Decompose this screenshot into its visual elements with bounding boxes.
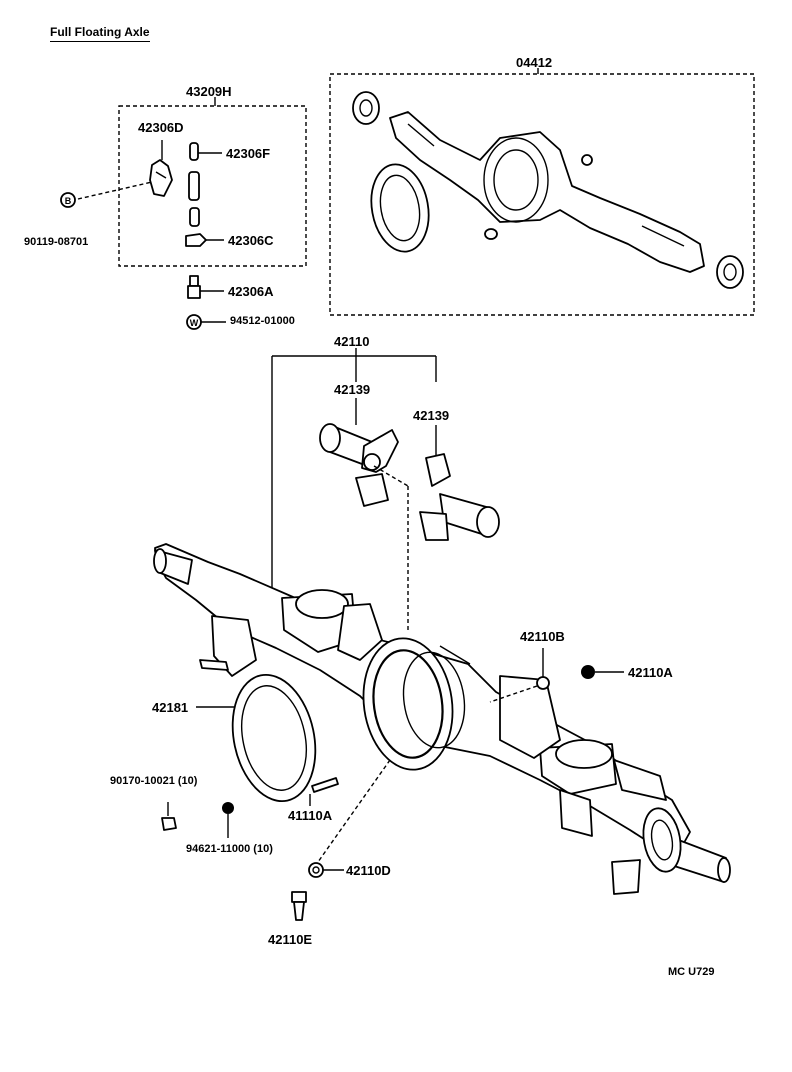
plug-42110d-icon xyxy=(308,862,344,878)
clip-42306c-icon xyxy=(185,233,224,247)
label-94512-01000: 94512-01000 xyxy=(230,315,295,327)
axle-tube-42139-right-icon xyxy=(419,453,500,541)
label-42139-right: 42139 xyxy=(413,408,450,423)
label-90119-08701: 90119-08701 xyxy=(24,236,89,248)
washer-symbol: W xyxy=(190,318,199,328)
bolt-90119-icon: B xyxy=(60,192,76,208)
pin-42306f-icon xyxy=(189,142,222,161)
label-42306f: 42306F xyxy=(226,146,271,161)
footer-code: MC U729 xyxy=(668,966,715,978)
plug-42110a-icon xyxy=(581,665,624,679)
label-42110d: 42110D xyxy=(346,863,391,878)
oil-seal-right-icon xyxy=(716,255,744,289)
bolt-42110e-icon xyxy=(291,891,307,921)
nut-90170-icon xyxy=(161,802,177,831)
axle-housing-kit-icon xyxy=(389,111,705,273)
label-41110a: 41110A xyxy=(288,808,333,823)
label-42110b: 42110B xyxy=(520,629,565,644)
label-42306c: 42306C xyxy=(228,233,274,248)
oil-seal-left-icon xyxy=(352,91,380,125)
label-42110a: 42110A xyxy=(628,665,673,680)
sleeve-icon xyxy=(188,171,200,227)
axle-housing-main-icon xyxy=(153,543,731,895)
stud-41110a-icon xyxy=(309,777,339,806)
washer-94621-icon xyxy=(222,802,234,838)
label-42306a: 42306A xyxy=(228,284,274,299)
label-42110: 42110 xyxy=(334,334,370,349)
label-94621-11000: 94621-11000 (10) xyxy=(186,843,273,855)
label-90170-10021: 90170-10021 (10) xyxy=(110,775,198,787)
label-42110e: 42110E xyxy=(268,932,313,947)
group-box-04412 xyxy=(329,73,755,316)
screw-42306a-icon xyxy=(187,275,224,299)
label-42306d: 42306D xyxy=(138,120,184,135)
axle-tube-42139-left-icon xyxy=(319,423,399,507)
bolt-symbol: B xyxy=(65,196,72,206)
plug-kit-icon xyxy=(484,154,593,240)
label-43209h: 43209H xyxy=(186,84,232,99)
washer-94512-icon: W xyxy=(186,314,226,330)
cover-gasket-kit-icon xyxy=(370,163,430,253)
label-04412: 04412 xyxy=(516,55,553,70)
group-box-43209h xyxy=(118,105,307,267)
label-42139-left: 42139 xyxy=(334,382,371,397)
bracket-42306d-icon xyxy=(149,140,173,197)
gasket-42181-icon xyxy=(196,673,317,803)
label-42181: 42181 xyxy=(152,700,189,715)
diagram-title: Full Floating Axle xyxy=(50,26,150,42)
plug-42110b-icon xyxy=(489,648,550,703)
